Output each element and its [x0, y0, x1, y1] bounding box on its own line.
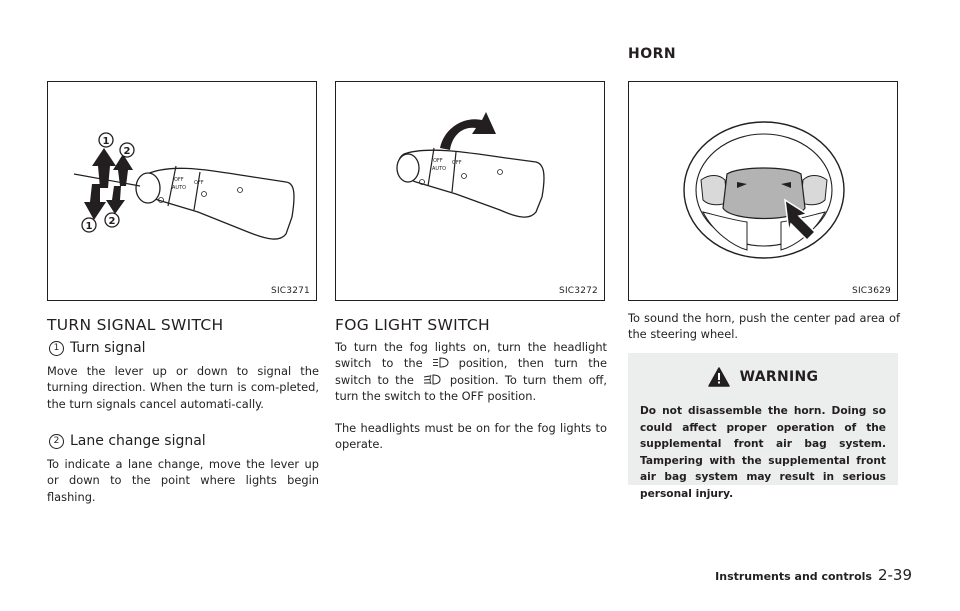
horn-pad	[722, 167, 806, 220]
number-2-icon: 2	[49, 433, 64, 449]
horn-icon-right	[781, 182, 791, 188]
figure-code: SIC3629	[852, 286, 891, 296]
horn-paragraph: To sound the horn, push the center pad a…	[628, 311, 900, 342]
turn-signal-paragraph: Move the lever up or down to signal the …	[47, 364, 319, 411]
arrow-up-2-icon	[113, 154, 133, 186]
headlight-icon	[432, 357, 449, 368]
lever-label-off-2: OFF	[452, 160, 462, 166]
rotate-arrow-icon	[440, 112, 496, 150]
figure-code: SIC3271	[271, 286, 310, 296]
push-arrow-icon	[784, 198, 817, 242]
lane-change-subheading-text: Lane change signal	[70, 433, 206, 449]
page-number: 2-39	[877, 566, 912, 584]
turn-signal-subheading-text: Turn signal	[70, 340, 146, 356]
fog-light-icon	[423, 374, 441, 385]
lever-label-auto: AUTO	[172, 185, 186, 191]
figure-code: SIC3272	[559, 286, 598, 296]
horn-icon-left	[737, 182, 747, 188]
number-1-icon: 1	[49, 340, 64, 356]
warning-box: WARNING Do not disassemble the horn. Doi…	[628, 353, 898, 500]
lever-label-off-2: OFF	[194, 180, 204, 186]
lever-label-off-1: OFF	[433, 158, 443, 164]
warning-icon	[707, 367, 730, 387]
warning-text: Do not disassemble the horn. Doing so co…	[640, 405, 886, 500]
arrow-down-1-icon	[84, 184, 106, 220]
fog-light-paragraph: To turn the fog lights on, turn the head…	[335, 339, 607, 404]
fog-light-lever-illustration: OFF AUTO OFF	[396, 112, 545, 218]
turn-signal-lever-illustration: OFF AUTO OFF 1 2 1 2	[73, 132, 295, 240]
fog-light-text-3: position. To turn them off, turn the swi…	[335, 372, 608, 403]
fog-light-heading: FOG LIGHT SWITCH	[335, 316, 490, 334]
page-footer: Instruments and controls 2-39	[715, 566, 912, 584]
horn-figure: SIC3629	[628, 81, 898, 301]
turn-signal-subheading: 1 Turn signal	[47, 340, 146, 356]
warning-header: WARNING	[640, 367, 886, 387]
lane-change-subheading: 2 Lane change signal	[47, 433, 206, 449]
arrow-up-1-icon	[92, 148, 116, 188]
lane-change-paragraph: To indicate a lane change, move the leve…	[47, 457, 319, 504]
fog-light-note: The headlights must be on for the fog li…	[335, 421, 607, 452]
callout-1-bottom: 1	[86, 221, 93, 232]
turn-signal-figure: OFF AUTO OFF 1 2 1 2 SIC3271	[47, 81, 317, 301]
warning-title: WARNING	[739, 369, 819, 385]
callout-2-top: 2	[124, 146, 131, 157]
arrow-down-2-icon	[106, 186, 125, 214]
lever-label-auto: AUTO	[432, 166, 446, 172]
footer-section: Instruments and controls	[715, 570, 872, 583]
fog-light-figure: OFF AUTO OFF SIC3272	[335, 81, 605, 301]
horn-title: HORN	[628, 46, 677, 62]
lever-label-off-1: OFF	[174, 177, 184, 183]
fog-light-text-2: position, then turn the switch to the	[335, 356, 607, 387]
callout-1-top: 1	[103, 136, 110, 147]
turn-signal-heading: TURN SIGNAL SWITCH	[47, 316, 224, 334]
fog-light-text-1: To turn the fog lights on, turn the head…	[335, 340, 607, 371]
steering-wheel-illustration	[683, 121, 845, 259]
callout-2-bottom: 2	[109, 216, 116, 227]
